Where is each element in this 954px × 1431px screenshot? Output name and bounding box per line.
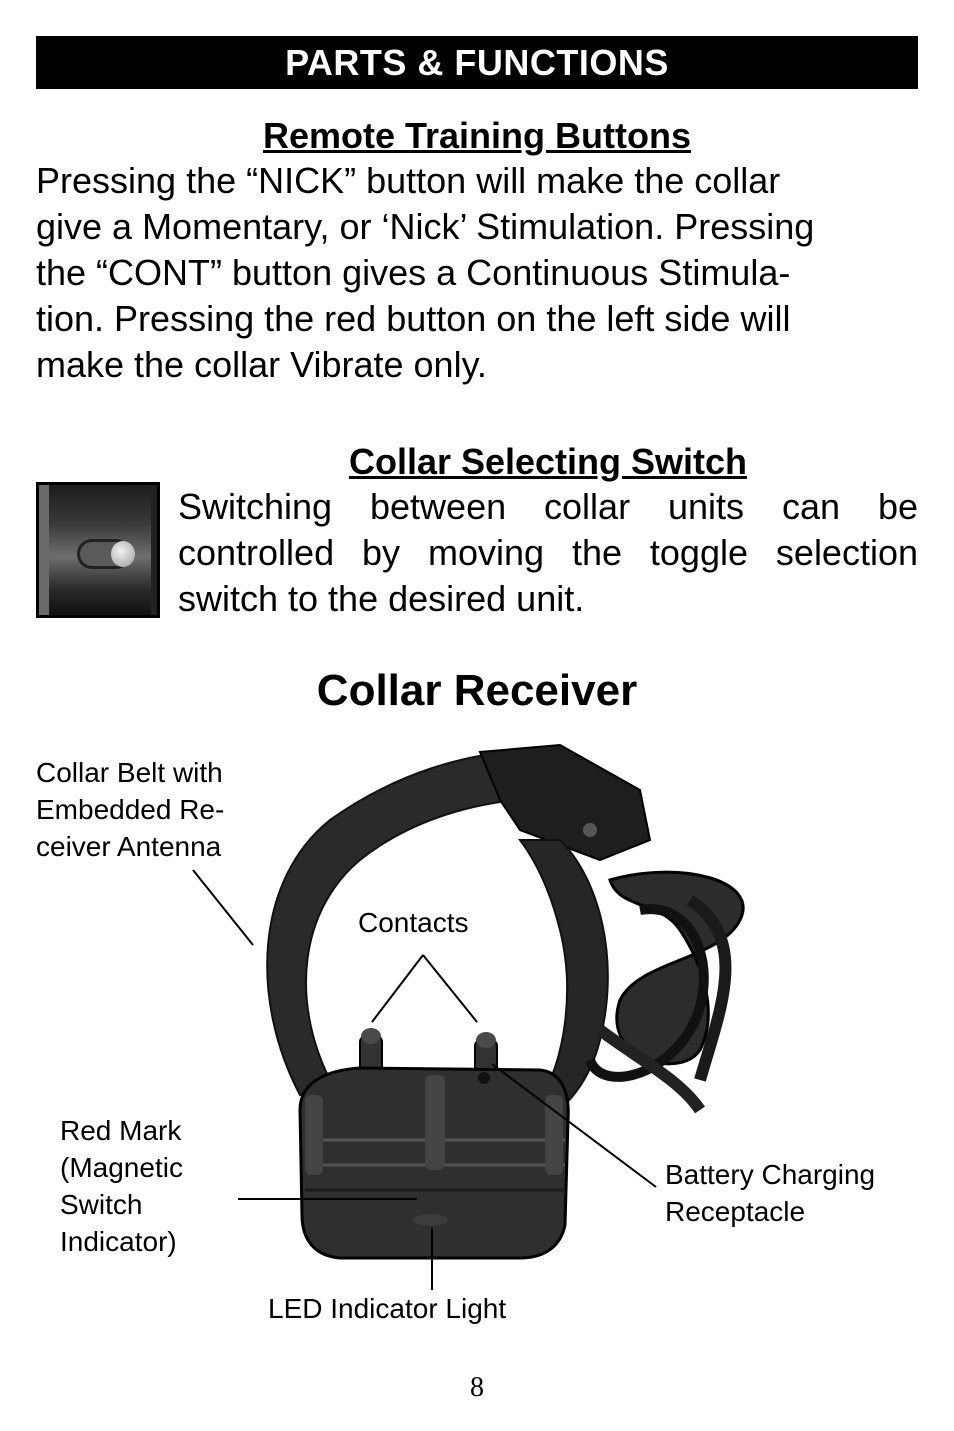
switch-line-2: controlled by moving the toggle selectio…	[178, 530, 918, 576]
section-header-title: PARTS & FUNCTIONS	[285, 41, 669, 83]
red-mark-line-2: (Magnetic	[60, 1152, 183, 1183]
remote-buttons-paragraph: Pressing the “NICK” button will make the…	[36, 158, 926, 388]
remote-line-1: Pressing the “NICK” button will make the…	[36, 160, 781, 201]
collar-receiver-title: Collar Receiver	[316, 666, 638, 715]
remote-line-5: make the collar Vibrate only.	[36, 344, 487, 385]
red-mark-label: Red Mark (Magnetic Switch Indicator)	[60, 1112, 183, 1260]
collar-switch-paragraph: Switching between collar units can be co…	[178, 484, 918, 622]
switch-line-1-text: Switching between collar units can be	[178, 486, 918, 527]
switch-line-2-text: controlled by moving the toggle selectio…	[178, 532, 918, 573]
belt-label-line-3: ceiver Antenna	[36, 831, 222, 862]
contacts-leader-left	[371, 954, 424, 1023]
battery-leader-line	[491, 1063, 657, 1188]
contacts-leader-right	[422, 954, 478, 1023]
collar-switch-title: Collar Selecting Switch	[348, 441, 748, 482]
led-indicator	[412, 1214, 448, 1226]
led-label: LED Indicator Light	[268, 1293, 507, 1324]
switch-line-3: switch to the desired unit.	[178, 578, 585, 619]
belt-label: Collar Belt with Embedded Re- ceiver Ant…	[36, 754, 224, 865]
remote-line-4: tion. Pressing the red button on the lef…	[36, 298, 791, 339]
belt-label-line-1: Collar Belt with	[36, 757, 223, 788]
remote-line-2: give a Momentary, or ‘Nick’ Stimulation.…	[36, 206, 815, 247]
page-number: 8	[470, 1372, 484, 1403]
red-mark-line-1: Red Mark	[60, 1115, 182, 1146]
red-mark-line-3: Switch	[60, 1189, 143, 1220]
battery-label-line-2: Receptacle	[665, 1196, 806, 1227]
battery-label: Battery Charging Receptacle	[665, 1156, 875, 1230]
red-mark-line-4: Indicator)	[60, 1226, 177, 1257]
belt-leader-line	[192, 869, 254, 946]
collar-buckle	[478, 743, 652, 862]
battery-receptacle-hole	[478, 1072, 490, 1084]
belt-label-line-2: Embedded Re-	[36, 794, 225, 825]
remote-buttons-title: Remote Training Buttons	[262, 115, 691, 156]
battery-label-line-1: Battery Charging	[665, 1159, 876, 1190]
switch-line-1: Switching between collar units can be	[178, 484, 918, 530]
remote-line-3: the “CONT” button gives a Continuous Sti…	[36, 252, 791, 293]
contacts-label: Contacts	[358, 907, 469, 938]
toggle-switch-photo	[36, 482, 160, 618]
section-header: PARTS & FUNCTIONS	[36, 36, 918, 89]
